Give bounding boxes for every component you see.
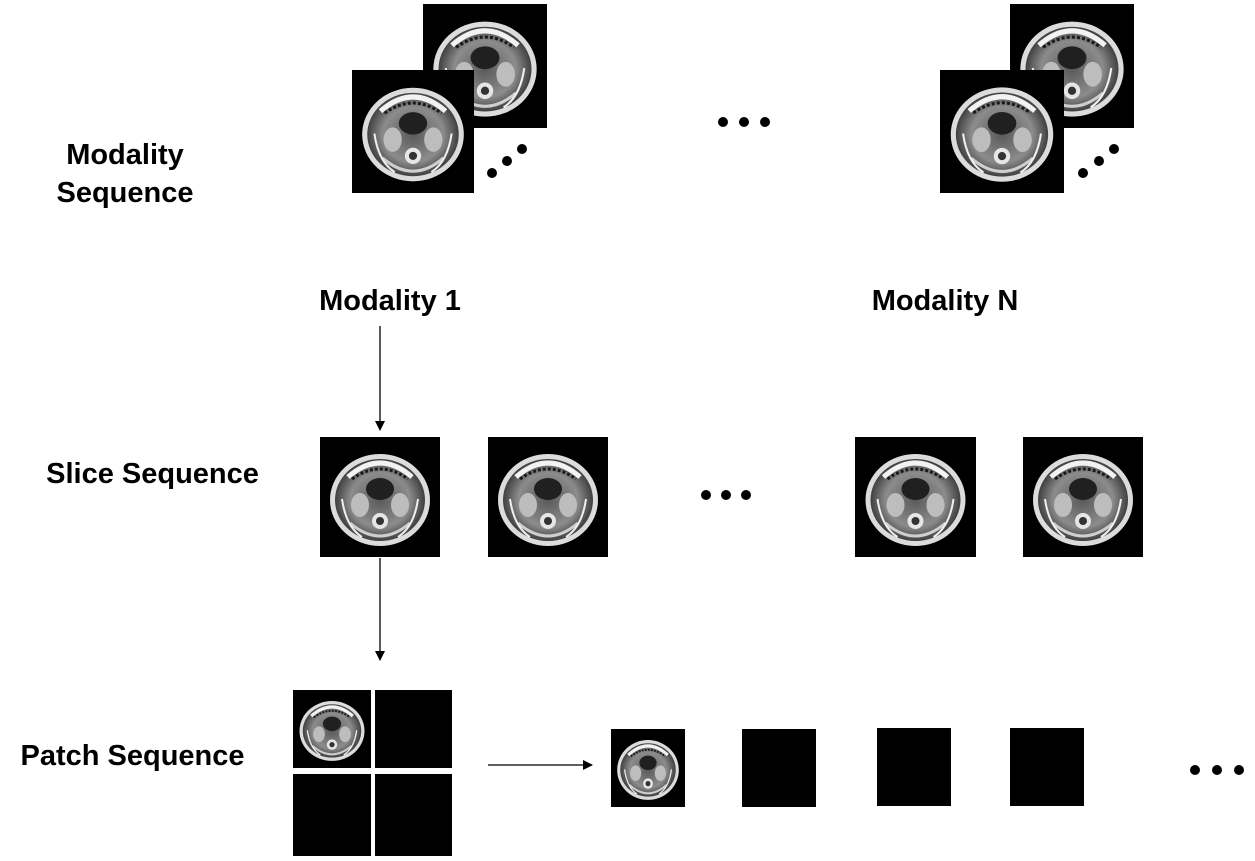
patch-grid-top-left	[293, 690, 371, 768]
slice-sequence-label: Slice Sequence	[46, 458, 259, 490]
modality-sequence-label: Modality Sequence	[40, 136, 210, 212]
patch-grid-top-right	[375, 690, 452, 768]
patch-grid-bottom-right	[375, 774, 452, 856]
patch-output-3	[877, 728, 951, 806]
modality-sequence-label-line1: Modality	[66, 139, 184, 171]
modality-n-label: Modality N	[871, 285, 1019, 317]
slice-image-2	[488, 437, 608, 557]
slice-image-1	[320, 437, 440, 557]
modality-1-label: Modality 1	[319, 285, 461, 317]
patch-output-4	[1010, 728, 1084, 806]
modality-1-front-image	[352, 70, 474, 193]
patch-output-2	[742, 729, 816, 807]
slice-image-3	[855, 437, 976, 557]
slice-image-4	[1023, 437, 1143, 557]
modality-sequence-label-line2: Sequence	[56, 177, 194, 209]
patch-grid-bottom-left	[293, 774, 371, 856]
modality-n-front-image	[940, 70, 1064, 193]
patch-output-1	[611, 729, 685, 807]
patch-sequence-label: Patch Sequence	[20, 740, 245, 772]
